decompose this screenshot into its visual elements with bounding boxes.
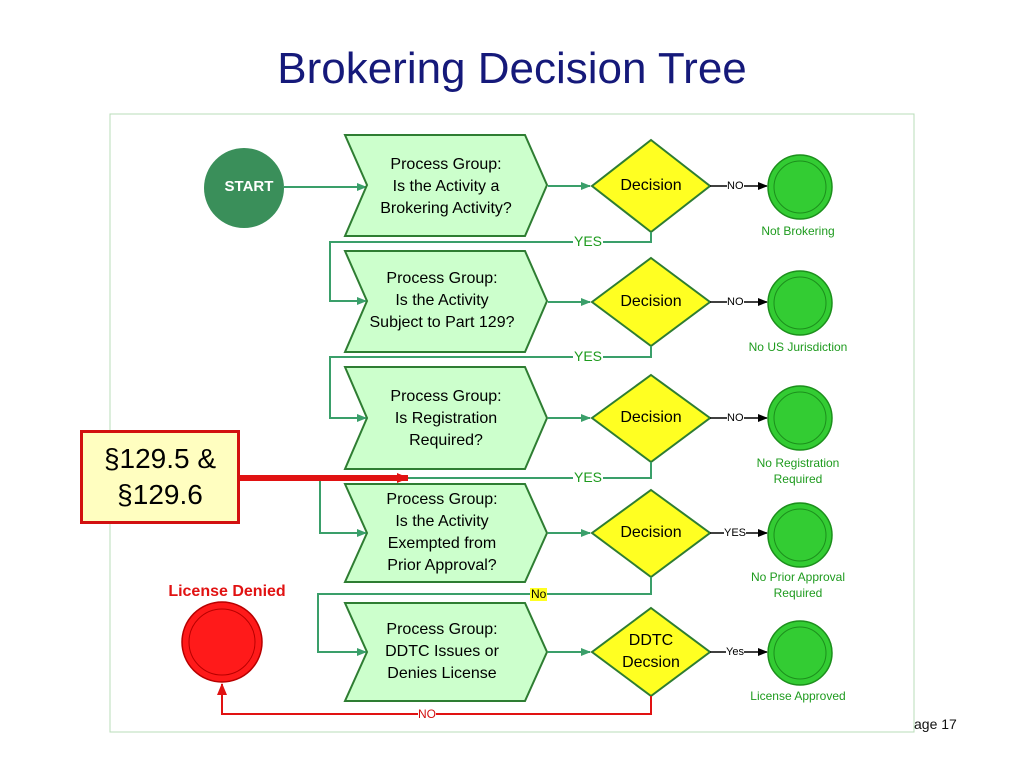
yes-label-1: YES — [573, 233, 604, 249]
outcome-connector-label-3: NO — [727, 412, 744, 424]
process-group-4 — [343, 483, 549, 583]
outcome-connector-label-1: NO — [727, 180, 744, 192]
license-denied-node — [181, 601, 263, 683]
outcome-circle-5 — [767, 620, 833, 686]
license-denied-label: License Denied — [168, 583, 286, 600]
decision-2-text: Decision — [620, 293, 682, 310]
yes-label-2: YES — [573, 348, 604, 364]
denied-no-label: NO — [418, 707, 436, 721]
decision-3-text: Decision — [620, 409, 682, 426]
outcome-label-2: No US Jurisdiction — [748, 340, 848, 354]
yes-label-3: YES — [573, 469, 604, 485]
decision-5-text: DDTC Decsion — [622, 632, 680, 671]
outcome-label-1: Not Brokering — [761, 224, 835, 238]
outcome-circle-2 — [767, 270, 833, 336]
process-group-5-text: Process Group: DDTC Issues or Denies Lic… — [385, 621, 499, 682]
process-group-1-text: Process Group: Is the Activity a Brokeri… — [380, 156, 512, 217]
diagram-frame — [109, 113, 915, 733]
exempt-no-label: No — [530, 587, 548, 601]
no-connector-exempt — [317, 577, 652, 656]
process-group-2-text: Process Group: Is the Activity Subject t… — [369, 270, 515, 331]
outcome-connector-label-5: Yes — [726, 646, 744, 658]
outcome-circle-3 — [767, 385, 833, 451]
slide-title: Brokering Decision Tree — [277, 44, 747, 93]
page-number: age 17 — [914, 716, 957, 732]
decision-1-text: Decision — [620, 177, 682, 194]
start-label: START — [224, 178, 274, 195]
outcome-connector-label-4: YES — [724, 527, 747, 539]
outcome-label-5: License Approved — [750, 689, 846, 703]
process-group-4-text: Process Group: Is the Activity Exempted … — [386, 491, 498, 574]
process-group-3-text: Process Group: Is Registration Required? — [390, 388, 502, 449]
process-group-5 — [343, 602, 549, 702]
denied-connector — [217, 683, 652, 715]
yes-connector-1 — [329, 232, 652, 305]
process-group-1 — [343, 134, 549, 237]
process-shapes — [343, 134, 549, 702]
decision-4-text: Decision — [620, 524, 682, 541]
process-to-decision-connectors — [548, 182, 591, 656]
outcome-label-4: No Prior Approval Required — [750, 570, 846, 600]
process-group-2 — [343, 250, 549, 353]
decision-shapes — [590, 138, 712, 698]
outcome-label-3: No Registration Required — [756, 456, 840, 486]
outcome-circles — [767, 154, 833, 686]
yes-connector-2 — [329, 346, 652, 422]
start-node — [204, 148, 284, 228]
outcome-connector-label-2: NO — [727, 296, 744, 308]
outcome-circle-4 — [767, 502, 833, 568]
section-reference-box: §129.5 & §129.6 — [80, 430, 240, 524]
outcome-circle-1 — [767, 154, 833, 220]
process-group-3 — [343, 366, 549, 470]
